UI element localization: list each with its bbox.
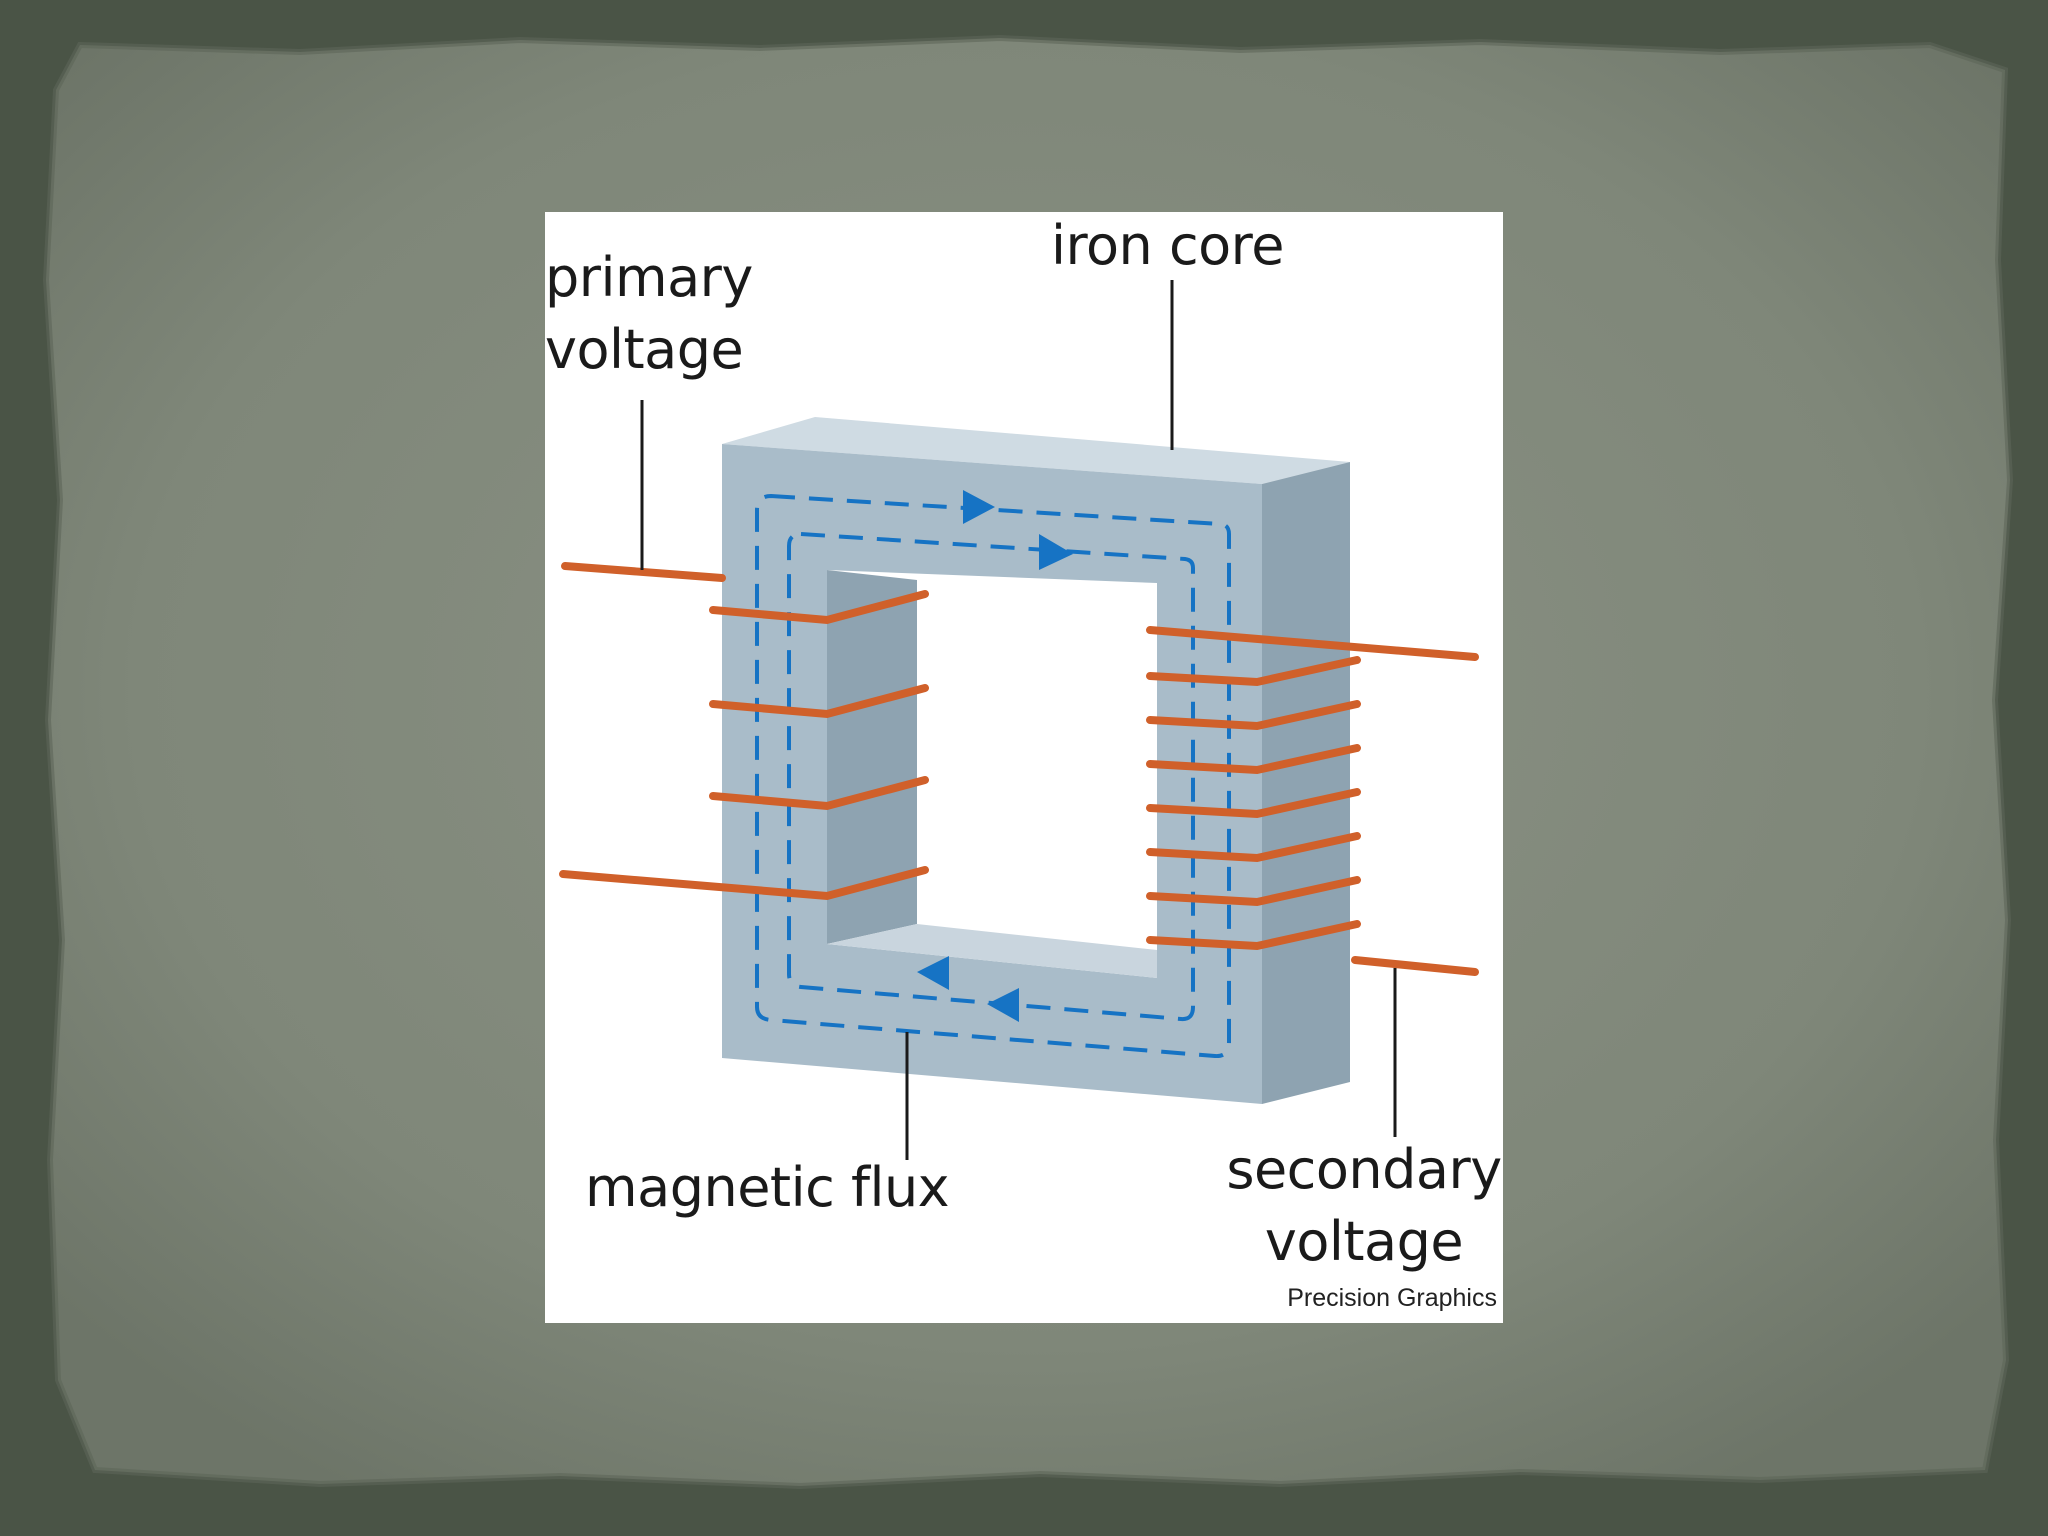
label-primary-voltage: primary voltage xyxy=(545,246,753,381)
leader-lines xyxy=(640,280,1397,1160)
label-magnetic-flux: magnetic flux xyxy=(585,1156,950,1219)
label-secondary-voltage: secondary voltage xyxy=(1226,1138,1502,1273)
core-top-face xyxy=(722,417,1350,484)
transformer-diagram: iron core primary voltage magnetic flux … xyxy=(545,212,1503,1323)
secondary-coil xyxy=(1146,626,1479,976)
transformer-illustration xyxy=(559,280,1479,1160)
core-side-face xyxy=(1262,462,1350,1104)
flux-arrow-icon xyxy=(917,490,1073,1022)
iron-core xyxy=(722,417,1350,1104)
label-iron-core: iron core xyxy=(1051,214,1284,277)
magnetic-flux-loops xyxy=(755,493,1231,1059)
primary-coil xyxy=(559,562,929,901)
image-credit: Precision Graphics xyxy=(1287,1284,1497,1312)
